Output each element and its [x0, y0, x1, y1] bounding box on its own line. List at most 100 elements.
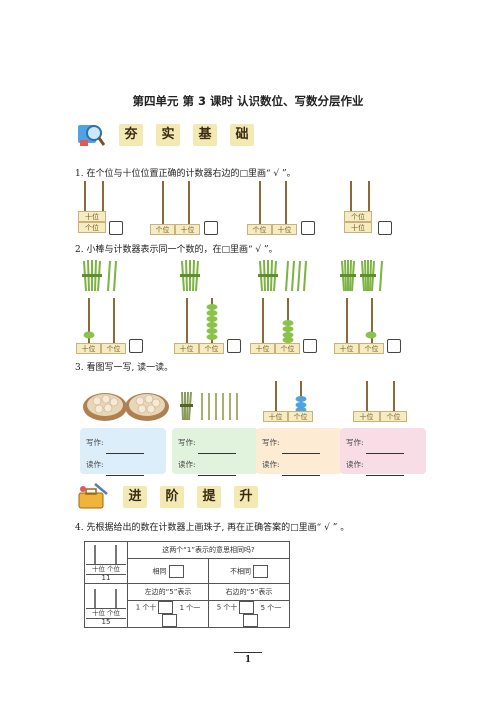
write-label: 写作: — [86, 438, 104, 447]
counter-q1-4: 个位 十位 — [344, 181, 378, 236]
read-label: 读作: — [262, 460, 280, 469]
page-number: 1 — [234, 652, 262, 665]
banner-char: 进 — [123, 486, 147, 508]
counter-label: 个位 — [247, 224, 272, 235]
read-line[interactable] — [365, 467, 404, 476]
counter-label: 个位 — [107, 609, 121, 617]
counter-label: 十位 — [263, 411, 288, 422]
same-cell: 相同 — [127, 558, 209, 584]
q4-header: 这两个“1”表示的意思相同吗? — [127, 541, 290, 559]
ten-box[interactable] — [158, 601, 174, 614]
counter-label: 十位 — [334, 343, 359, 354]
read-line[interactable] — [281, 467, 320, 476]
counter-label: 十位 — [272, 224, 297, 235]
magnifier-icon — [78, 125, 105, 146]
left5-label: 左边的“5”表示 — [127, 583, 209, 601]
counter-label: 个位 — [107, 565, 121, 573]
number-15: 15 — [101, 618, 111, 626]
counter-q2-1: 十位 个位 — [76, 298, 126, 356]
banner-char: 础 — [230, 124, 254, 146]
write-line[interactable] — [365, 445, 404, 454]
counter-label: 个位 — [78, 222, 106, 233]
question-2: 2. 小棒与计数器表示同一个数的，在□里画“ √ ”。 — [75, 245, 278, 255]
write-line[interactable] — [105, 445, 144, 454]
page-title: 第四单元 第 3 课时 认识数位、写数分层作业 — [132, 94, 364, 108]
banner-char: 夯 — [119, 124, 143, 146]
q4-table: 十位 个位 11 这两个“1”表示的意思相同吗? 相同 不相同 十位 个位 15… — [84, 541, 290, 628]
counter-label: 个位 — [380, 411, 407, 422]
right5-label: 右边的“5”表示 — [208, 583, 290, 601]
right5-options: 5 个十 5 个一 — [208, 600, 290, 628]
answer-card-2: 写作: 读作: — [172, 428, 258, 476]
counter-label: 十位 — [174, 343, 199, 354]
write-label: 写作: — [178, 438, 196, 447]
answer-box[interactable] — [109, 221, 123, 235]
write-label: 写作: — [262, 438, 280, 447]
banner-char: 升 — [234, 486, 258, 508]
counter-q1-3: 个位 十位 — [247, 181, 303, 236]
write-label: 写作: — [346, 438, 364, 447]
answer-box[interactable] — [204, 221, 218, 235]
five-ones-box[interactable] — [242, 614, 258, 627]
counter-label: 个位 — [150, 224, 175, 235]
read-label: 读作: — [178, 460, 196, 469]
stick-bundles-4 — [340, 259, 383, 292]
answer-box[interactable] — [227, 339, 241, 353]
counter-label: 十位 — [175, 224, 200, 235]
counter-label: 个位 — [359, 343, 384, 354]
counter-q2-2: 十位 个位 — [174, 298, 224, 356]
question-3: 3. 看图写一写, 读一读。 — [75, 363, 174, 373]
counter-label: 十位 — [91, 565, 105, 573]
read-line[interactable] — [197, 467, 236, 476]
diff-cell: 不相同 — [208, 558, 290, 584]
section-banner-advanced: 进 阶 提 升 — [75, 482, 258, 512]
bead — [83, 331, 95, 339]
question-4: 4. 先根据给出的数在计数器上画珠子, 再在正确答案的□里画“ √ ” 。 — [75, 523, 350, 533]
counter-label: 个位 — [275, 343, 300, 354]
one-box[interactable] — [161, 614, 177, 627]
read-line[interactable] — [105, 467, 144, 476]
answer-card-1: 写作: 读作: — [80, 428, 166, 476]
number-11: 11 — [101, 574, 111, 582]
write-line[interactable] — [197, 445, 236, 454]
read-label: 读作: — [86, 460, 104, 469]
stick-bundles-1 — [82, 259, 117, 292]
same-label: 相同 — [152, 567, 167, 575]
counter-q3-1: 十位 个位 — [263, 381, 313, 425]
banner-char: 提 — [197, 486, 221, 508]
counter-q2-4: 十位 个位 — [334, 298, 384, 356]
answer-box[interactable] — [129, 339, 143, 353]
counter-label: 十位 — [78, 211, 106, 222]
write-line[interactable] — [281, 445, 320, 454]
banner-char: 阶 — [160, 486, 184, 508]
diff-label: 不相同 — [230, 567, 251, 575]
left5-options: 1 个十 1 个一 — [127, 600, 209, 628]
counter-q2-3: 十位 个位 — [250, 298, 300, 356]
stick-bundles-3 — [258, 259, 307, 292]
counter-label: 十位 — [76, 343, 101, 354]
banner-char: 实 — [156, 124, 180, 146]
counter-label: 十位 — [250, 343, 275, 354]
one-option: 1 个一 — [179, 603, 201, 612]
diff-box[interactable] — [253, 564, 268, 578]
counter-label: 十位 — [344, 222, 372, 233]
bead — [365, 331, 377, 339]
answer-box[interactable] — [303, 339, 317, 353]
answer-box[interactable] — [387, 339, 401, 353]
counter-label: 个位 — [288, 411, 313, 422]
same-box[interactable] — [168, 564, 184, 578]
section-banner-basic: 夯 实 基 础 — [75, 120, 255, 150]
ten-option: 1 个十 — [135, 603, 157, 612]
counter-label: 十位 — [353, 411, 380, 422]
five-tens-box[interactable] — [239, 601, 255, 614]
beads — [206, 304, 218, 340]
answer-card-3: 写作: 读作: — [256, 428, 342, 476]
answer-box[interactable] — [301, 221, 315, 235]
answer-box[interactable] — [378, 221, 392, 235]
counter-label: 个位 — [199, 343, 224, 354]
five-ones-option: 5 个一 — [260, 603, 282, 612]
counter-q1-1: 十位 个位 — [78, 181, 112, 236]
read-label: 读作: — [346, 460, 364, 469]
toolbox-icon — [78, 483, 108, 509]
question-1: 1. 在个位与十位位置正确的计数器右边的□里画“ √ ”。 — [75, 169, 296, 179]
